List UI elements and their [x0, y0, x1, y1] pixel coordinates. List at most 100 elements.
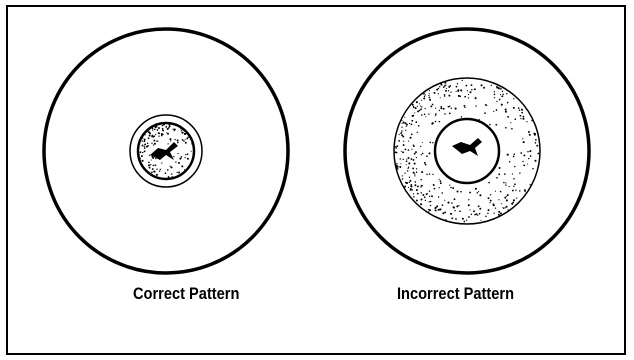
spray-dot	[503, 182, 505, 184]
spray-dot	[505, 207, 506, 208]
spray-dot	[530, 155, 532, 157]
spray-dot	[513, 199, 515, 201]
spray-dot	[410, 189, 412, 191]
spray-dot	[428, 209, 430, 211]
spray-dot	[448, 95, 450, 97]
spray-dot	[461, 116, 462, 117]
spray-dot	[468, 97, 469, 98]
spray-dot	[167, 143, 168, 144]
spray-dot	[420, 203, 422, 205]
spray-dot	[396, 152, 398, 154]
spray-dot	[503, 208, 504, 209]
spray-dot	[505, 196, 506, 197]
spray-dot	[412, 167, 414, 169]
spray-dot	[401, 130, 403, 132]
spray-dot	[419, 103, 420, 104]
spray-dot	[407, 170, 409, 172]
spray-dot	[429, 142, 431, 144]
spray-dot	[158, 132, 160, 134]
spray-dot	[404, 172, 405, 173]
spray-dot	[496, 101, 497, 102]
spray-dot	[411, 149, 412, 150]
spray-dot	[416, 157, 417, 158]
spray-dot	[507, 116, 509, 118]
spray-dot	[414, 175, 415, 176]
spray-dot	[421, 171, 423, 173]
spray-dot	[397, 168, 399, 170]
spray-dot	[178, 172, 180, 174]
spray-dot	[420, 108, 422, 110]
spray-dot	[400, 163, 401, 164]
spray-dot	[439, 179, 440, 180]
spray-dot	[421, 192, 422, 193]
spray-dot	[399, 134, 400, 135]
spray-dot	[454, 210, 455, 211]
spray-dot	[428, 152, 430, 154]
spray-dot	[529, 150, 531, 152]
spray-dot	[426, 155, 428, 157]
spray-dot	[149, 155, 150, 156]
spray-dot	[406, 164, 407, 165]
spray-dot	[514, 118, 516, 120]
spray-dot	[439, 86, 440, 87]
spray-dot	[162, 125, 164, 127]
spray-dot	[425, 116, 426, 117]
spray-dot	[444, 95, 445, 96]
spray-dot	[413, 193, 414, 194]
spray-dot	[395, 147, 397, 149]
spray-dot	[443, 108, 445, 110]
spray-dot	[466, 219, 467, 220]
spray-dot	[156, 126, 157, 127]
correct-pattern-caption: Correct Pattern	[133, 284, 239, 304]
spray-dot	[439, 121, 441, 123]
spray-dot	[444, 211, 446, 213]
spray-dot	[496, 177, 498, 179]
spray-dot	[450, 213, 452, 215]
spray-dot	[401, 127, 402, 128]
spray-dot	[478, 205, 480, 207]
spray-dot	[165, 126, 167, 128]
spray-dot	[500, 191, 502, 193]
spray-dot	[474, 214, 476, 216]
spray-dot	[435, 108, 436, 109]
spray-dot	[153, 171, 155, 173]
spray-dot	[505, 184, 506, 185]
spray-dot	[523, 116, 525, 118]
spray-dot	[445, 84, 446, 85]
spray-dot	[451, 108, 452, 109]
spray-dot	[428, 211, 429, 212]
spray-dot	[447, 202, 449, 204]
spray-dot	[442, 212, 444, 214]
spray-dot	[151, 159, 152, 160]
spray-dot	[519, 109, 520, 110]
spray-dot	[434, 92, 436, 94]
spray-dot	[520, 152, 522, 154]
spray-dot	[454, 198, 456, 200]
spray-dot	[421, 199, 423, 201]
spray-dot	[396, 163, 397, 164]
spray-dot	[496, 87, 498, 89]
spray-dot	[535, 142, 537, 144]
spray-dot	[494, 97, 495, 98]
spray-dot	[523, 141, 525, 143]
spray-dot	[513, 153, 515, 155]
spray-dot	[144, 134, 145, 135]
spray-dot	[169, 138, 171, 140]
spray-dot	[450, 187, 452, 189]
spray-dot	[431, 195, 433, 197]
spray-dot	[495, 208, 496, 209]
spray-dot	[429, 190, 430, 191]
spray-dot	[406, 159, 407, 160]
spray-dot	[496, 109, 498, 111]
spray-dot	[508, 209, 509, 210]
spray-dot	[506, 199, 508, 201]
spray-dot	[402, 175, 403, 176]
spray-dot	[421, 100, 422, 101]
spray-dot	[417, 110, 419, 112]
spray-dot	[401, 134, 403, 136]
spray-dot	[139, 158, 141, 160]
spray-dot	[152, 130, 153, 131]
spray-dot	[515, 190, 516, 191]
spray-dot	[155, 127, 156, 128]
spray-dot	[139, 154, 140, 155]
